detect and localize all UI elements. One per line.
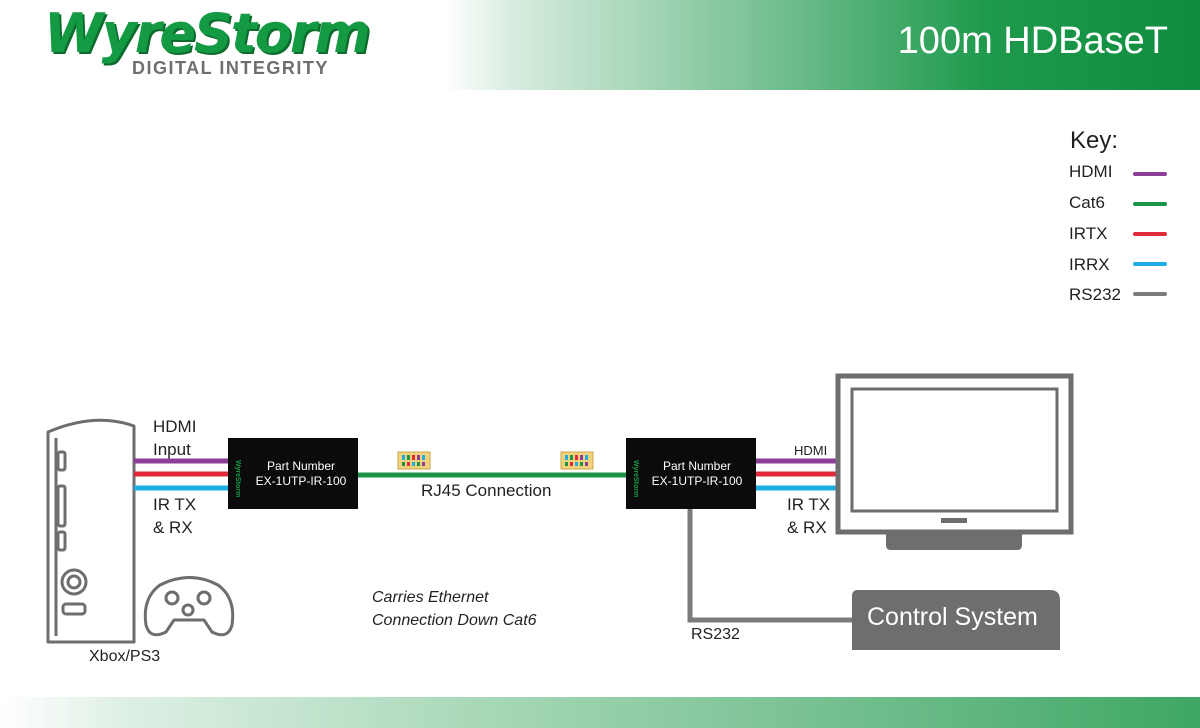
game-controller-icon <box>143 576 235 637</box>
source-label: Xbox/PS3 <box>89 648 161 665</box>
rs232-label: RS232 <box>691 626 740 643</box>
ir-left-label-line1: IR TX <box>153 495 197 514</box>
ir-left-label-line2: & RX <box>153 518 193 537</box>
rj45-connection-label: RJ45 Connection <box>421 481 552 500</box>
rj45-plug-right-icon <box>560 451 594 470</box>
key-line-irtx <box>1133 232 1167 236</box>
control-system-label: Control System <box>867 603 1038 631</box>
rx-box-line1: Part Number <box>662 459 732 473</box>
tx-box-line2: EX-1UTP-IR-100 <box>255 474 347 488</box>
rs232-cable <box>687 508 852 623</box>
hdmi-right-label: HDMI <box>794 443 828 458</box>
logo-tagline: DIGITAL INTEGRITY <box>132 58 329 78</box>
rx-box-brand: WyreStorm <box>632 460 639 498</box>
xbox-console-icon <box>46 418 136 644</box>
note-line1: Carries Ethernet <box>372 589 489 606</box>
key-label-irtx: IRTX <box>1069 224 1108 243</box>
control-system-box <box>852 590 1060 650</box>
key-title: Key: <box>1070 127 1119 154</box>
ir-right-label-line2: & RX <box>787 518 827 537</box>
key-label-cat6: Cat6 <box>1069 193 1105 212</box>
key-line-irrx <box>1133 262 1167 266</box>
wyrestorm-logo: WyreStorm <box>44 2 371 65</box>
rx-box-line2: EX-1UTP-IR-100 <box>651 474 743 488</box>
key-line-rs232 <box>1133 292 1167 296</box>
tx-box-line1: Part Number <box>266 459 336 473</box>
tx-box-brand: WyreStorm <box>234 460 241 498</box>
rj45-plug-left-icon <box>397 451 431 470</box>
header-band <box>0 0 1200 90</box>
page-title: 100m HDBaseT <box>897 20 1168 62</box>
hdmi-input-label-line2: Input <box>153 440 191 459</box>
footer-band <box>0 697 1200 728</box>
hdmi-input-label-line1: HDMI <box>153 417 197 436</box>
tx-extender-box <box>228 438 358 509</box>
key-line-cat6 <box>1133 202 1167 206</box>
note-line2: Connection Down Cat6 <box>372 612 537 629</box>
ir-right-label-line1: IR TX <box>787 495 831 514</box>
key-label-hdmi: HDMI <box>1069 162 1113 181</box>
rx-extender-box <box>626 438 756 509</box>
key-line-hdmi <box>1133 172 1167 176</box>
key-label-irrx: IRRX <box>1069 255 1110 274</box>
key-label-rs232: RS232 <box>1069 285 1121 304</box>
tv-display-icon <box>835 373 1074 550</box>
